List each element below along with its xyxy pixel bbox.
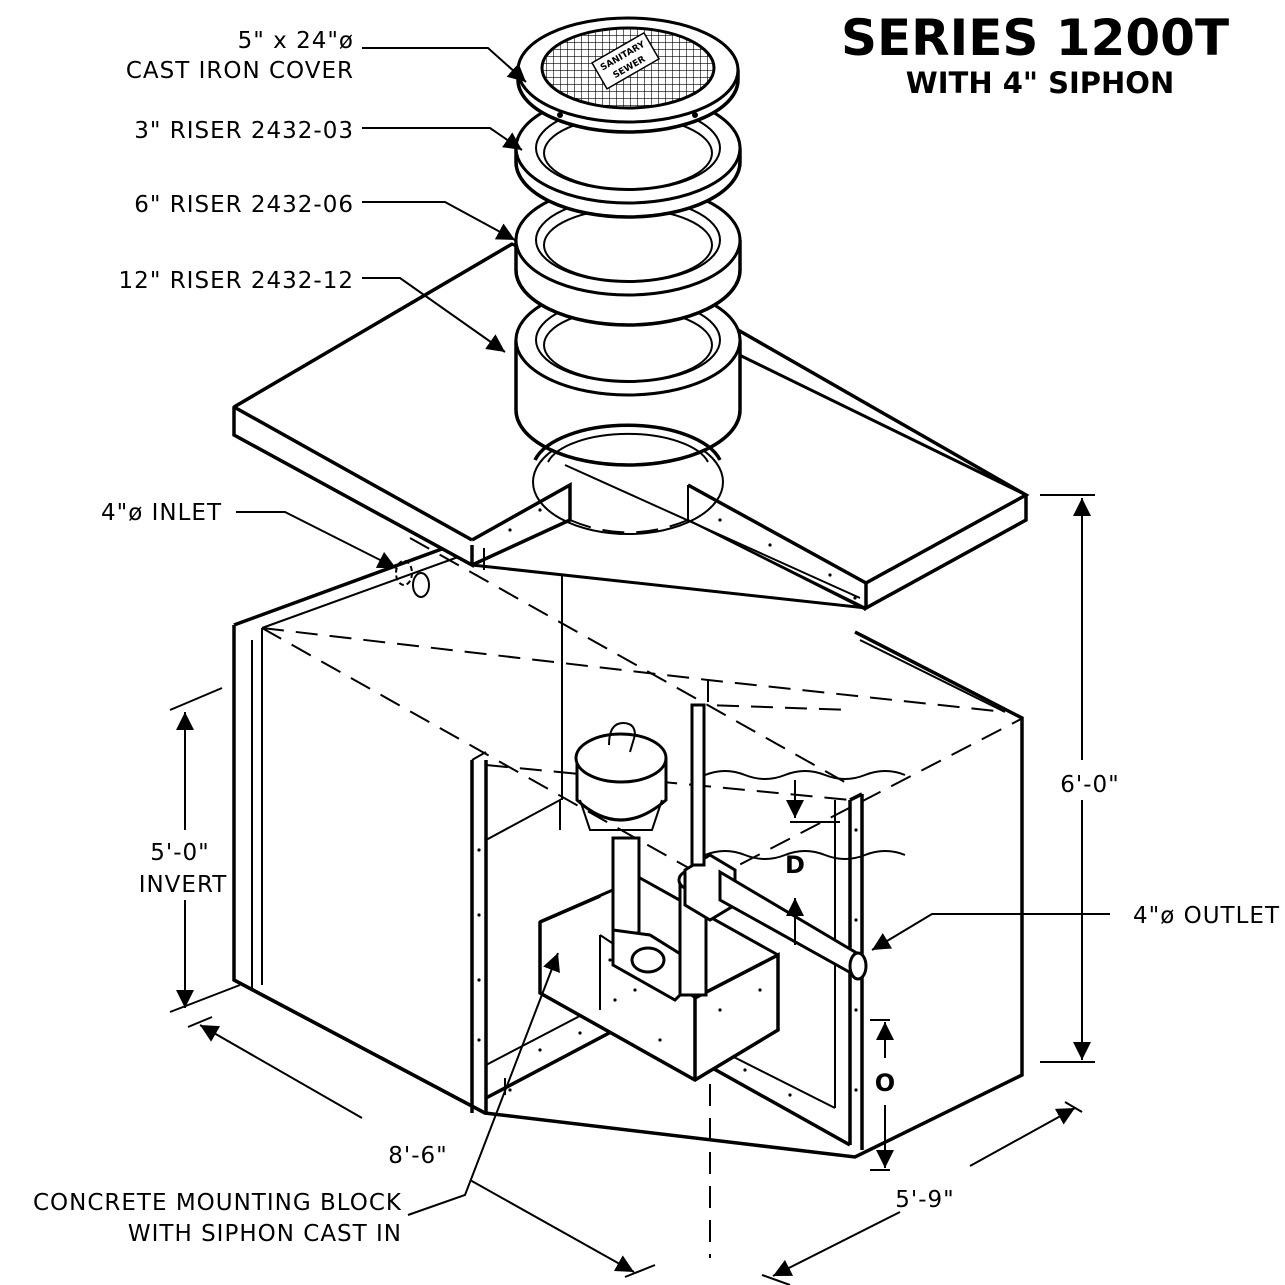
o-dim-label: O — [875, 1069, 895, 1097]
riser-6 — [514, 240, 742, 327]
width-dim-label: 5'-9" — [895, 1187, 954, 1213]
block-label-2: WITH SIPHON CAST IN — [128, 1221, 402, 1247]
leader-lines — [236, 47, 1110, 1216]
height-dim-label: 6'-0" — [1060, 772, 1119, 798]
invert-dim-value: 5'-0" — [150, 840, 209, 866]
inlet-hole — [395, 560, 430, 598]
riser-stack — [514, 91, 742, 467]
cover-label-1: 5" x 24"ø — [238, 28, 354, 54]
outlet-label: 4"ø OUTLET — [1133, 903, 1280, 929]
siphon-assembly — [538, 703, 868, 1083]
riser-12 — [514, 340, 742, 467]
cast-iron-cover: SANITARY SEWER — [516, 16, 740, 134]
riser6-label: 6" RISER 2432-06 — [134, 192, 354, 218]
dimension-lines — [169, 494, 1095, 1285]
inlet-label: 4"ø INLET — [101, 500, 222, 526]
siphon-pipe-down — [611, 836, 641, 935]
riser12-label: 12" RISER 2432-12 — [119, 268, 354, 294]
title-sub: WITH 4" SIPHON — [906, 66, 1174, 100]
block-label-1: CONCRETE MOUNTING BLOCK — [33, 1190, 402, 1216]
invert-dim-label: INVERT — [139, 872, 228, 898]
riser-3 — [514, 148, 742, 219]
d-dim-label: D — [785, 851, 805, 879]
length-dim-label: 8'-6" — [388, 1143, 447, 1169]
cover-label-2: CAST IRON COVER — [126, 58, 354, 84]
vent-pipe — [690, 703, 706, 867]
riser3-label: 3" RISER 2432-03 — [134, 118, 354, 144]
title-main: SERIES 1200T — [841, 9, 1229, 67]
